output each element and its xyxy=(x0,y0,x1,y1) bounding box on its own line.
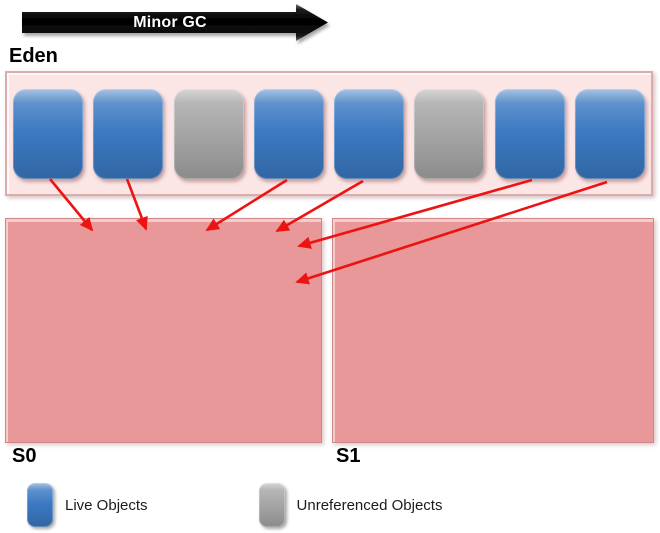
survivor-space-s1 xyxy=(332,218,654,443)
live-object xyxy=(574,88,645,179)
unreferenced-object xyxy=(173,88,244,179)
legend-item-unreferenced: Unreferenced Objects xyxy=(258,483,443,527)
live-object xyxy=(494,88,565,179)
eden-label: Eden xyxy=(9,45,58,67)
s0-label: S0 xyxy=(12,445,37,467)
minor-gc-arrow-shape xyxy=(22,4,328,41)
legend-label: Live Objects xyxy=(65,496,148,514)
legend-label: Unreferenced Objects xyxy=(296,496,443,514)
survivor-space-s0 xyxy=(5,218,322,443)
minor-gc-arrow xyxy=(22,4,328,41)
unreferenced-swatch-icon xyxy=(258,483,285,527)
legend-item-live: Live Objects xyxy=(27,483,148,527)
s1-label: S1 xyxy=(336,445,361,467)
eden-objects xyxy=(7,73,651,194)
live-object xyxy=(13,88,83,179)
minor-gc-arrow-label: Minor GC xyxy=(133,14,207,31)
live-swatch-icon xyxy=(27,483,53,527)
live-object xyxy=(334,88,405,179)
eden-space xyxy=(5,71,653,196)
live-object xyxy=(93,88,164,179)
unreferenced-object xyxy=(414,88,485,179)
legend: Live Objects Unreferenced Objects xyxy=(27,483,442,527)
live-object xyxy=(253,88,324,179)
